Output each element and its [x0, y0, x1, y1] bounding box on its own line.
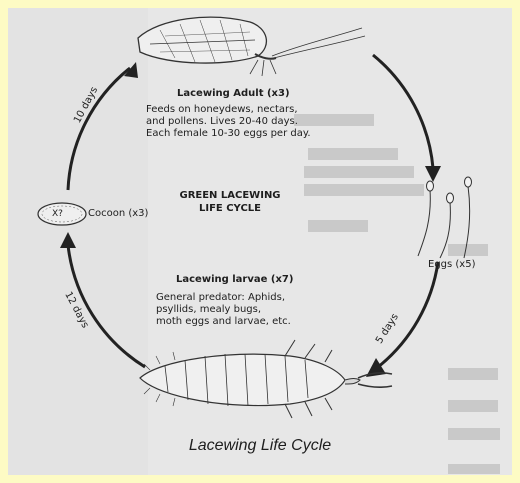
larvae-description-line: General predator: Aphids,: [156, 292, 285, 303]
diagram-title-line2: LIFE CYCLE: [170, 203, 290, 214]
lacewing-adult-illustration: [138, 17, 365, 76]
figure-caption: Lacewing Life Cycle: [0, 437, 520, 455]
lacewing-larva-illustration: [140, 340, 392, 418]
arrowhead-to-eggs: [425, 166, 441, 182]
larvae-description-line: psyllids, mealy bugs,: [156, 304, 261, 315]
diagram-title-line1: GREEN LACEWING: [170, 190, 290, 201]
adult-description-line: Feeds on honeydews, nectars,: [146, 104, 298, 115]
larvae-label: Lacewing larvae (x7): [176, 274, 293, 285]
eggs-label: Eggs (x5): [428, 259, 476, 270]
adult-description-line: and pollens. Lives 20-40 days.: [146, 116, 298, 127]
adult-label: Lacewing Adult (x3): [177, 88, 290, 99]
cocoon-label: Cocoon (x3): [88, 208, 148, 219]
arrowhead-to-cocoon: [60, 232, 76, 248]
eggs-illustration: [418, 177, 472, 258]
cocoon-symbol: X?: [52, 209, 63, 220]
adult-description-line: Each female 10-30 eggs per day.: [146, 128, 311, 139]
arc-cocoon-to-adult: [68, 68, 130, 190]
arc-eggs-to-larvae: [378, 262, 438, 367]
arc-adult-to-eggs: [373, 55, 433, 168]
larvae-description-line: moth eggs and larvae, etc.: [156, 316, 291, 327]
